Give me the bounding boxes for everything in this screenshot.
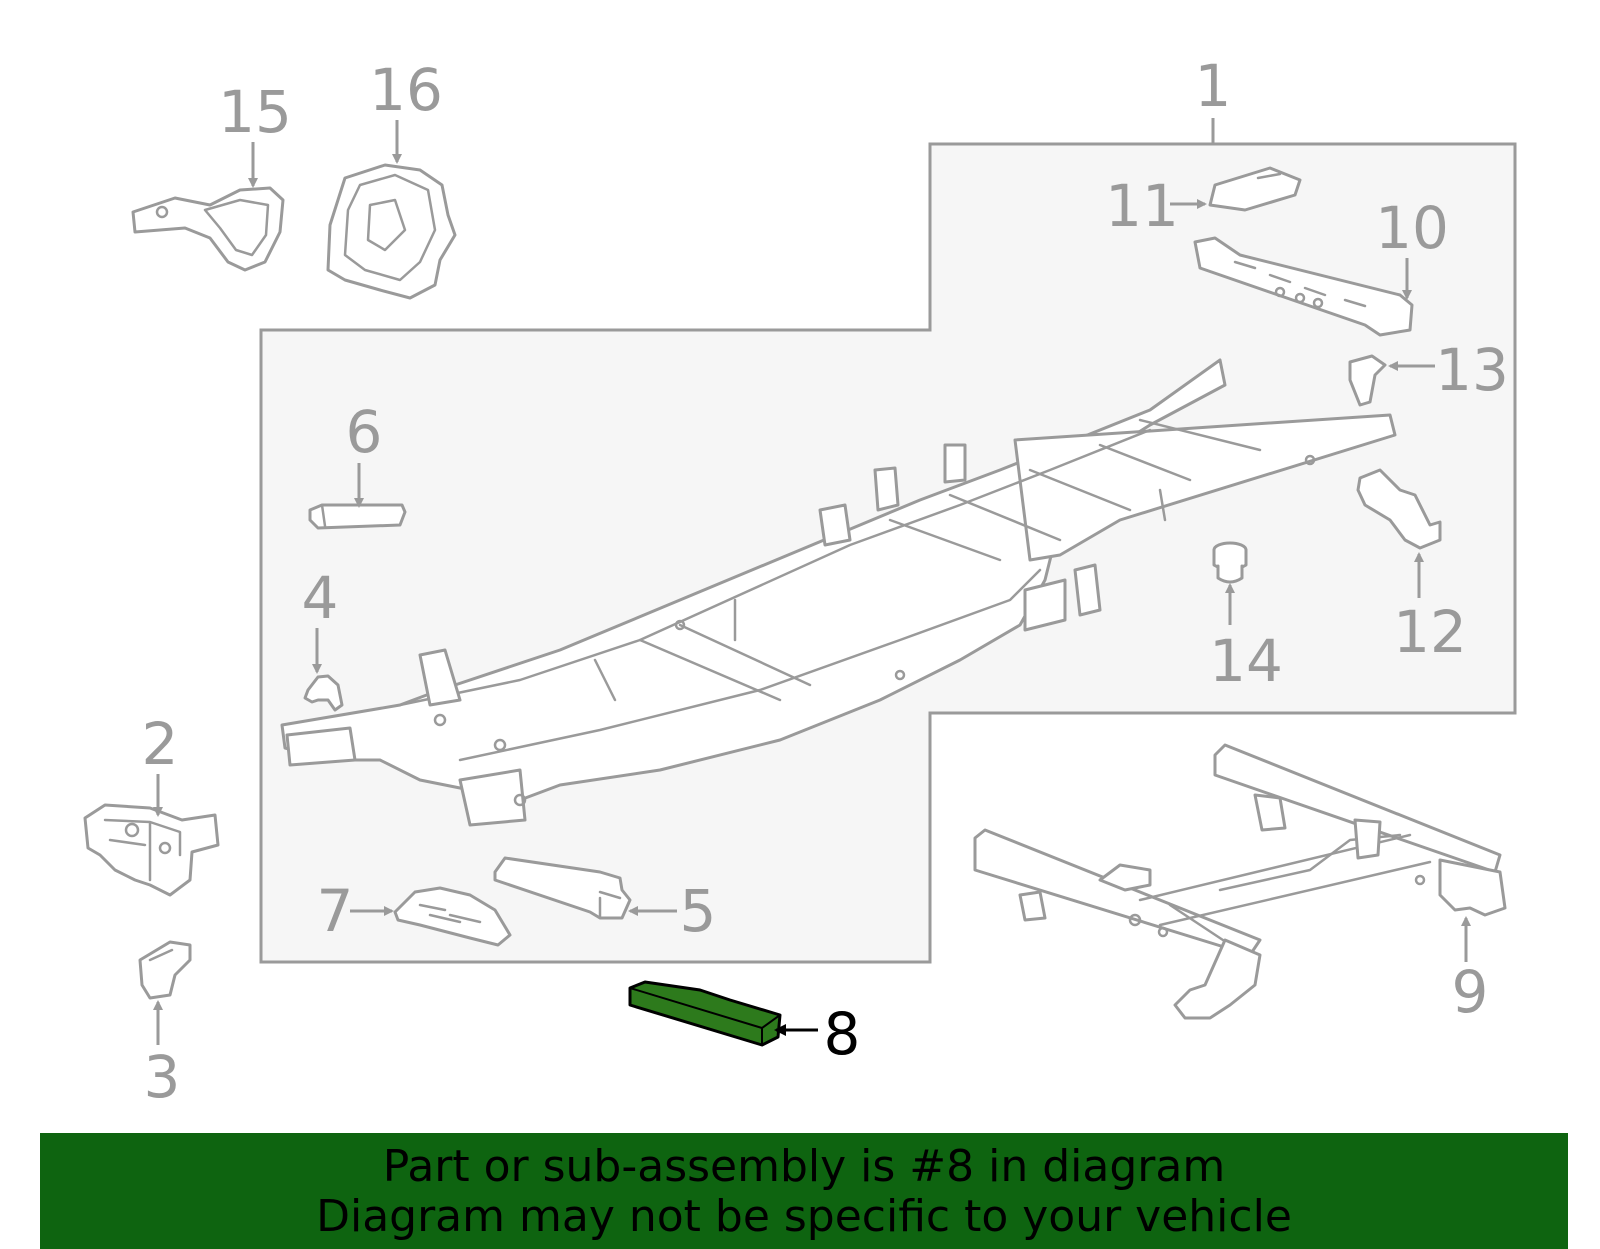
part-11-plate [1208, 166, 1302, 212]
callout-13[interactable]: 13 [1435, 336, 1509, 404]
banner-line-1: Part or sub-assembly is #8 in diagram [382, 1141, 1226, 1192]
callout-15[interactable]: 15 [218, 78, 292, 146]
callout-4[interactable]: 4 [302, 564, 339, 632]
callout-7[interactable]: 7 [317, 877, 354, 945]
callout-11[interactable]: 11 [1105, 172, 1179, 240]
callout-2[interactable]: 2 [142, 710, 179, 778]
part-12-bracket [1356, 468, 1442, 550]
callout-8[interactable]: 8 [824, 1000, 861, 1068]
part-6-block [308, 503, 407, 530]
banner-line-2: Diagram may not be specific to your vehi… [316, 1191, 1292, 1242]
part-14-body-mount [1212, 541, 1248, 584]
callout-12[interactable]: 12 [1393, 598, 1467, 666]
part-5-rail [493, 856, 632, 920]
part-2-hitch-bracket [83, 803, 220, 897]
part-10-crossmember [1193, 236, 1414, 337]
callout-1[interactable]: 1 [1195, 52, 1232, 120]
part-7-plate [393, 886, 512, 947]
part-8-crossmember-highlighted[interactable] [628, 980, 782, 1047]
callout-9[interactable]: 9 [1452, 958, 1489, 1026]
callout-5[interactable]: 5 [680, 877, 717, 945]
part-15-bracket [131, 186, 285, 272]
callout-6[interactable]: 6 [346, 398, 383, 466]
callout-10[interactable]: 10 [1375, 194, 1449, 262]
part-4-clip [303, 674, 344, 712]
callout-3[interactable]: 3 [144, 1043, 181, 1111]
part-3-cap [138, 940, 192, 1000]
callout-16[interactable]: 16 [369, 56, 443, 124]
part-13-clip [1348, 354, 1387, 407]
part-9-rear-frame [973, 743, 1507, 1020]
frame-assembly [280, 358, 1397, 827]
callout-14[interactable]: 14 [1209, 627, 1283, 695]
part-16-mount [326, 163, 457, 300]
info-banner: Part or sub-assembly is #8 in diagram Di… [40, 1133, 1568, 1249]
